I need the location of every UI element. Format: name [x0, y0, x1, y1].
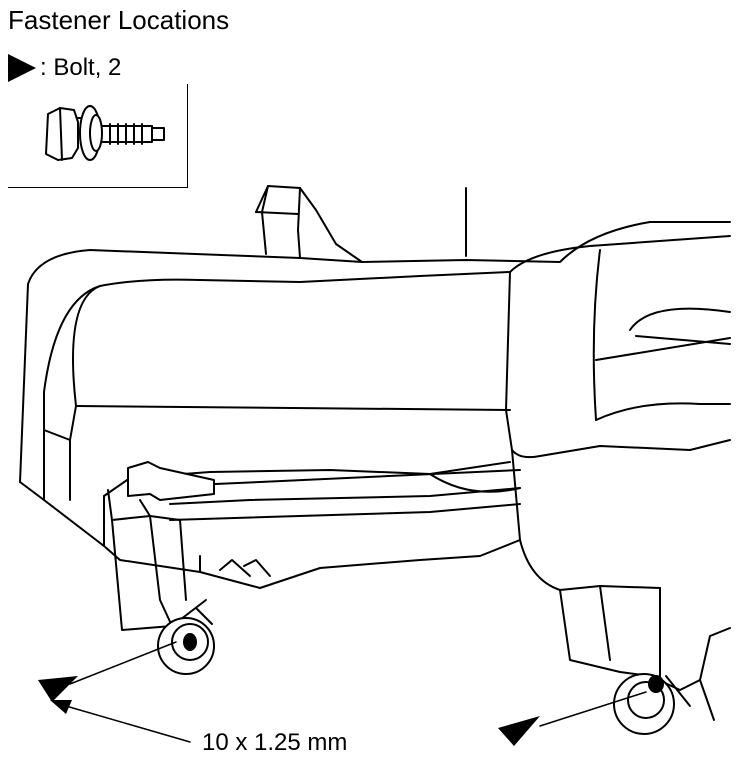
legend: : Bolt, 2: [8, 52, 121, 84]
leader-lines: [65, 641, 647, 743]
right-bolt-arrow-icon: [498, 716, 540, 746]
callout-arrow-icon: [50, 700, 72, 714]
legend-text: : Bolt, 2: [40, 54, 122, 81]
bolt-illustration-box: [8, 84, 188, 188]
left-bolt-arrow-icon: [38, 676, 78, 702]
bolt-size-callout: 10 x 1.25 mm: [202, 729, 348, 756]
bolt-icon: [45, 105, 165, 161]
headrest-stem: [255, 185, 467, 263]
right-bracket: [559, 585, 731, 735]
filled-triangle-arrow-icon: [8, 54, 36, 82]
seat-cushion: [19, 221, 731, 501]
diagram-title: Fastener Locations: [8, 5, 230, 35]
left-bracket: [107, 461, 215, 675]
